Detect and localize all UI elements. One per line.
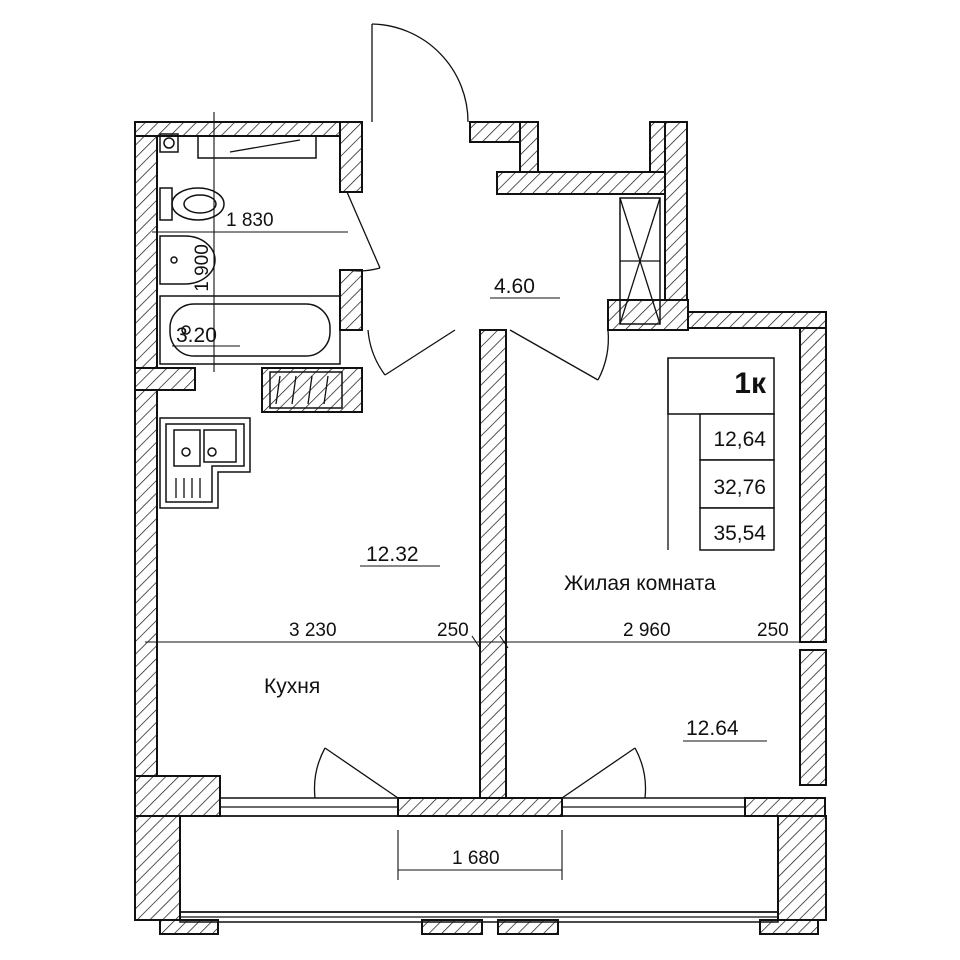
wall-right-lower bbox=[799, 649, 827, 786]
dim-bath-width: 1 830 bbox=[226, 210, 274, 231]
wall-bottom-mid bbox=[397, 797, 563, 817]
area-bathroom: 3.20 bbox=[176, 324, 217, 347]
wall-hall-nook bbox=[519, 121, 539, 173]
wall-bath-right-lower bbox=[339, 269, 363, 331]
fixtures bbox=[159, 133, 661, 509]
area-kitchen: 12.32 bbox=[366, 543, 419, 566]
wall-partition bbox=[479, 329, 507, 799]
wall-right bbox=[799, 311, 827, 643]
wall-bath-bottom-right bbox=[261, 367, 363, 413]
dim-kitchen-width: 3 230 bbox=[289, 620, 337, 641]
balcony-wall-bottom-a bbox=[159, 919, 219, 935]
wardrobe-icon bbox=[619, 197, 661, 325]
pipes-icon bbox=[269, 371, 343, 409]
walls bbox=[134, 121, 827, 935]
balcony-floor bbox=[179, 815, 779, 913]
radiator-icon bbox=[197, 135, 317, 159]
shaft-icon bbox=[159, 133, 179, 153]
wall-bottom-left bbox=[134, 775, 221, 817]
windows bbox=[179, 797, 779, 923]
area-hall: 4.60 bbox=[494, 275, 535, 298]
dim-living-width: 2 960 bbox=[623, 620, 671, 641]
labels: 3.20 4.60 12.32 12.64 Кухня Жилая комнат… bbox=[176, 210, 789, 869]
area-living: 12.64 bbox=[686, 717, 739, 740]
summary-total-area: 32,76 bbox=[713, 476, 766, 499]
toilet-icon bbox=[171, 187, 225, 221]
room-kitchen-label: Кухня bbox=[264, 675, 320, 698]
wall-bottom-right bbox=[744, 797, 826, 817]
balcony-wall-bottom-b bbox=[421, 919, 483, 935]
dimension-lines bbox=[145, 112, 820, 880]
wall-hall-right bbox=[664, 121, 688, 318]
balcony-wall-bottom-d bbox=[759, 919, 819, 935]
room-living-label: Жилая комната bbox=[564, 572, 716, 595]
dim-wall-right: 250 bbox=[757, 620, 789, 641]
wall-left bbox=[134, 121, 158, 778]
dim-wall-left: 250 bbox=[437, 620, 469, 641]
doors bbox=[313, 23, 647, 799]
wall-right-top bbox=[687, 311, 827, 329]
bathtub-icon bbox=[159, 295, 341, 365]
balcony-wall-bottom-c bbox=[497, 919, 559, 935]
summary-full-area: 35,54 bbox=[713, 522, 766, 545]
dim-bath-depth: 1 900 bbox=[192, 244, 213, 292]
wall-bath-right bbox=[339, 121, 363, 193]
balcony-wall-left bbox=[134, 815, 181, 921]
dim-balcony-width: 1 680 bbox=[452, 848, 500, 869]
wall-bath-bottom bbox=[134, 367, 196, 391]
wall-hall-top bbox=[496, 171, 688, 195]
apartment-type: 1к bbox=[734, 367, 767, 400]
toilet-tank-icon bbox=[159, 187, 173, 221]
kitchen-unit-icon bbox=[159, 417, 251, 509]
summary-living-area: 12,64 bbox=[713, 428, 766, 451]
sink-icon bbox=[159, 235, 216, 285]
balcony-wall-right bbox=[777, 815, 827, 921]
summary-table: 1к 12,64 32,76 35,54 bbox=[667, 357, 775, 551]
